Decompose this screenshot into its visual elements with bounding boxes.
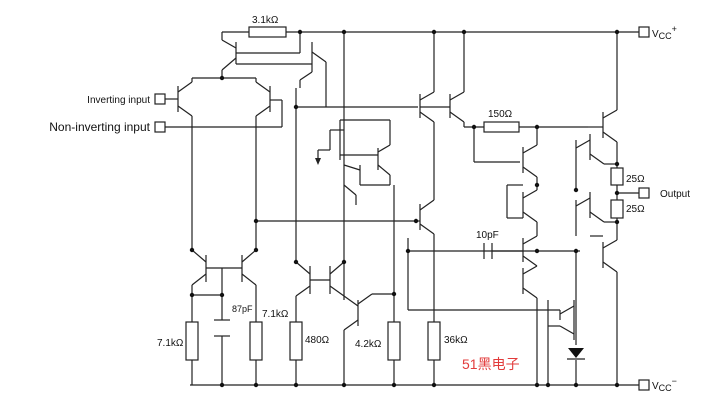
inverting-input-pin <box>154 93 166 105</box>
resistor-4-2k <box>387 321 401 361</box>
resistor-3-1k <box>248 26 287 38</box>
resistor-7-1k-mid-label: 7.1kΩ <box>262 309 289 320</box>
resistor-25-top <box>610 167 624 186</box>
resistor-150 <box>483 121 520 133</box>
top-current-source <box>221 32 327 100</box>
resistor-480 <box>289 321 303 361</box>
lower-mirror-mid <box>295 185 395 385</box>
resistor-36k-label: 36kΩ <box>444 335 468 346</box>
resistor-25-bottom-label: 25Ω <box>626 204 645 215</box>
output-pin <box>638 187 650 199</box>
capacitor-10pf <box>483 243 580 259</box>
watermark-text: 51黑电子 <box>462 356 520 372</box>
capacitor-10pf-label: 10pF <box>476 230 499 241</box>
arrow-marker <box>315 158 321 165</box>
resistor-25-bottom <box>610 199 624 219</box>
inverting-input-label: Inverting input <box>87 95 150 106</box>
bias-network <box>295 32 418 300</box>
input-stage-wiring <box>165 70 283 250</box>
resistor-25-top-label: 25Ω <box>626 174 645 185</box>
protection-circuit <box>547 250 577 385</box>
vcc-negative-label: VCC− <box>652 376 677 393</box>
lower-mirror-left <box>191 249 257 385</box>
resistor-4-2k-label: 4.2kΩ <box>355 339 382 350</box>
resistor-3-1k-label: 3.1kΩ <box>252 15 279 26</box>
resistor-480-label: 480Ω <box>305 335 330 346</box>
capacitor-87pf <box>214 319 230 337</box>
vcc-positive-label: VCC+ <box>652 24 677 41</box>
vcc-negative-pin <box>638 379 650 391</box>
diode-triangle <box>568 348 584 358</box>
output-label: Output <box>660 189 690 200</box>
capacitor-87pf-label: 87pF <box>232 304 253 314</box>
resistor-7-1k-mid <box>249 321 263 361</box>
vcc-positive-pin <box>638 26 650 38</box>
resistor-7-1k-left-label: 7.1kΩ <box>157 338 184 349</box>
resistor-leads <box>191 360 435 385</box>
resistor-36k <box>427 321 441 361</box>
junction-dots <box>189 29 620 388</box>
resistor-7-1k-left <box>185 321 199 361</box>
non-inverting-input-label: Non-inverting input <box>49 120 150 134</box>
non-inverting-input-pin <box>154 121 166 133</box>
resistor-150-label: 150Ω <box>488 109 513 120</box>
second-stage <box>416 32 465 322</box>
